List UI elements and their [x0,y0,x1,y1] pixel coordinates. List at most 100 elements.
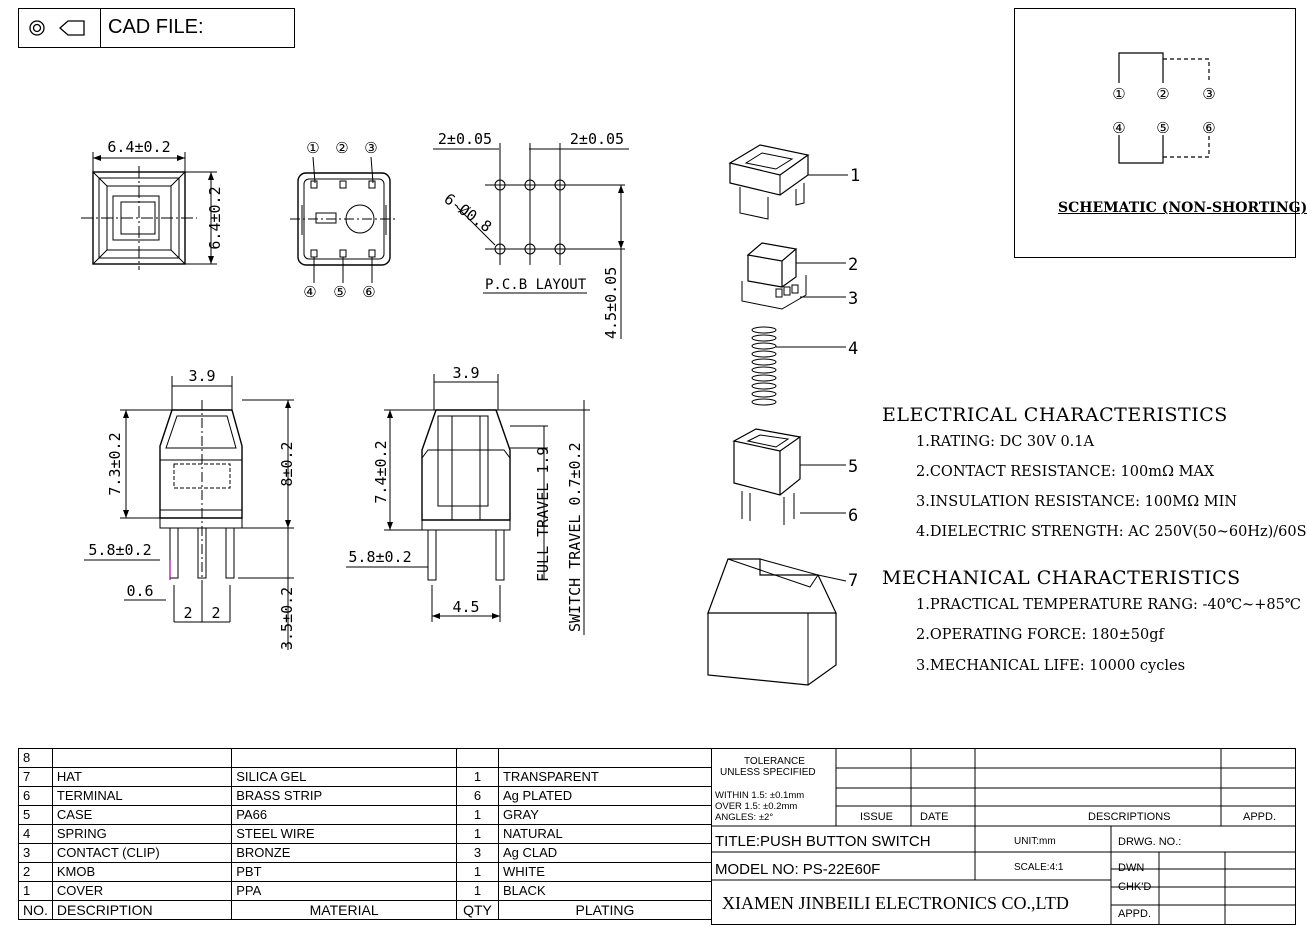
bom-header-plating: PLATING [497,900,713,920]
bom-cell-no: 3 [18,843,53,863]
svg-text:④: ④ [303,283,316,301]
electrical-item-2: 2.CONTACT RESISTANCE: 100mΩ MAX [916,464,1215,480]
chkd-label: CHK'D [1118,881,1152,893]
pin-view-drawing: ① ② ③ ④ ⑤ ⑥ [290,139,398,301]
bom-cell-plating: WHITE [497,862,713,882]
tolerance-within: WITHIN 1.5: ±0.1mm [715,790,805,801]
date-header: DATE [920,811,949,823]
mechanical-item-2: 2.OPERATING FORCE: 180±50gf [916,627,1164,643]
front-pitch-a: 2 [183,604,192,622]
bom-row: 8 [18,748,713,768]
mechanical-item-3: 3.MECHANICAL LIFE: 10000 cycles [916,658,1186,674]
bom-cell-plating: NATURAL [497,824,713,844]
front-pin-dim: 0.6 [126,582,153,600]
part-label-1: 1 [850,166,860,186]
part-label-6: 6 [848,506,858,526]
electrical-title: ELECTRICAL CHARACTERISTICS [882,404,1228,426]
bom-cell-qty [456,748,499,768]
bom-cell-material: SILICA GEL [231,767,458,787]
bom-cell-no: 2 [18,862,53,882]
bom-cell-no: 5 [18,805,53,825]
cad-header [18,8,295,48]
bom-cell-qty: 1 [456,881,499,901]
bom-cell-plating: BLACK [497,881,713,901]
front-width-dim: 3.9 [188,367,215,385]
top-view-drawing: 6.4±0.2 6.4±0.2 [81,138,224,270]
drwg-no-label: DRWG. NO.: [1118,836,1182,848]
tolerance-label-1: TOLERANCE [744,756,805,767]
bom-cell-plating: Ag PLATED [497,786,713,806]
model-label: MODEL NO: PS-22E60F [715,861,881,878]
bom-cell-desc: COVER [51,881,233,901]
bom-cell-plating: TRANSPARENT [497,767,713,787]
pcb-spacing-left: 2±0.05 [438,130,492,148]
bom-header-qty: QTY [456,900,499,920]
unit-label: UNIT:mm [1014,836,1056,847]
schematic-pin-6: ⑥ [1202,119,1215,137]
side-body-dim: 7.4±0.2 [372,440,390,503]
header-divider [100,8,101,48]
side-pitch-dim: 4.5 [452,598,479,616]
bom-cell-no: 8 [18,748,53,768]
side-base-dim: 5.8±0.2 [348,548,411,566]
tolerance-angles: ANGLES: ±2° [715,812,774,823]
tolerance-label-2: UNLESS SPECIFIED [720,767,816,778]
bom-cell-no: 4 [18,824,53,844]
bom-cell-material [231,748,458,768]
part-label-4: 4 [848,339,858,359]
title-label: TITLE:PUSH BUTTON SWITCH [715,833,931,850]
front-leg-dim: 3.5±0.2 [278,587,296,650]
bom-cell-desc [51,748,233,768]
schematic-pin-4: ④ [1112,119,1125,137]
part-label-7: 7 [848,571,858,591]
pcb-layout-title: P.C.B LAYOUT [485,277,587,293]
schematic-pin-3: ③ [1202,85,1215,103]
bom-cell-desc: CASE [51,805,233,825]
bom-cell-qty: 1 [456,862,499,882]
bom-cell-qty: 1 [456,824,499,844]
electrical-item-4-clip: 4.DIELECTRIC STRENGTH: AC 250V(50~60Hz)/… [916,524,1307,540]
bom-cell-plating: GRAY [497,805,713,825]
schematic-title: SCHEMATIC (NON-SHORTING) [1058,200,1307,216]
bom-cell-qty: 3 [456,843,499,863]
schematic-pin-1: ① [1112,85,1125,103]
bom-cell-qty: 1 [456,805,499,825]
full-travel-dim: FULL TRAVEL 1.9 [534,447,552,582]
bom-header-material: MATERIAL [231,900,458,920]
cad-file-label: CAD FILE: [108,16,204,38]
schematic-diagram: ① ② ③ ④ ⑤ ⑥ [1112,52,1216,164]
scale-label: SCALE:4:1 [1014,862,1064,873]
pcb-spacing-right: 2±0.05 [570,130,624,148]
bom-cell-material: PBT [231,862,458,882]
electrical-item-1: 1.RATING: DC 30V 0.1A [916,434,1094,450]
schematic-pin-5: ⑤ [1156,119,1169,137]
svg-text:⑤: ⑤ [333,283,346,301]
bom-cell-material: PPA [231,881,458,901]
schematic-pin-2: ② [1156,85,1169,103]
appd-header: APPD. [1243,811,1277,823]
front-view-drawing: 3.9 7.3±0.2 8±0.2 5.8±0.2 0.6 2 2 3.5±0.… [84,367,296,650]
bom-cell-qty: 6 [456,786,499,806]
bom-cell-material: STEEL WIRE [231,824,458,844]
mechanical-item-1: 1.PRACTICAL TEMPERATURE RANG: -40℃~+85℃ [916,597,1302,613]
part-label-5: 5 [848,457,858,477]
bom-cell-plating: Ag CLAD [497,843,713,863]
part-label-2: 2 [848,255,858,275]
mechanical-title: MECHANICAL CHARACTERISTICS [882,567,1241,589]
side-width-dim: 3.9 [452,364,479,382]
title-block-grid [711,748,1296,925]
bom-cell-qty: 1 [456,767,499,787]
front-total-dim: 8±0.2 [278,441,296,486]
appd-label: APPD. [1118,908,1152,920]
bom-cell-desc: SPRING [51,824,233,844]
front-base-dim: 5.8±0.2 [88,541,151,559]
bom-cell-desc: HAT [51,767,233,787]
pcb-row-dim: 4.5±0.05 [602,267,620,339]
svg-text:③: ③ [364,139,377,157]
